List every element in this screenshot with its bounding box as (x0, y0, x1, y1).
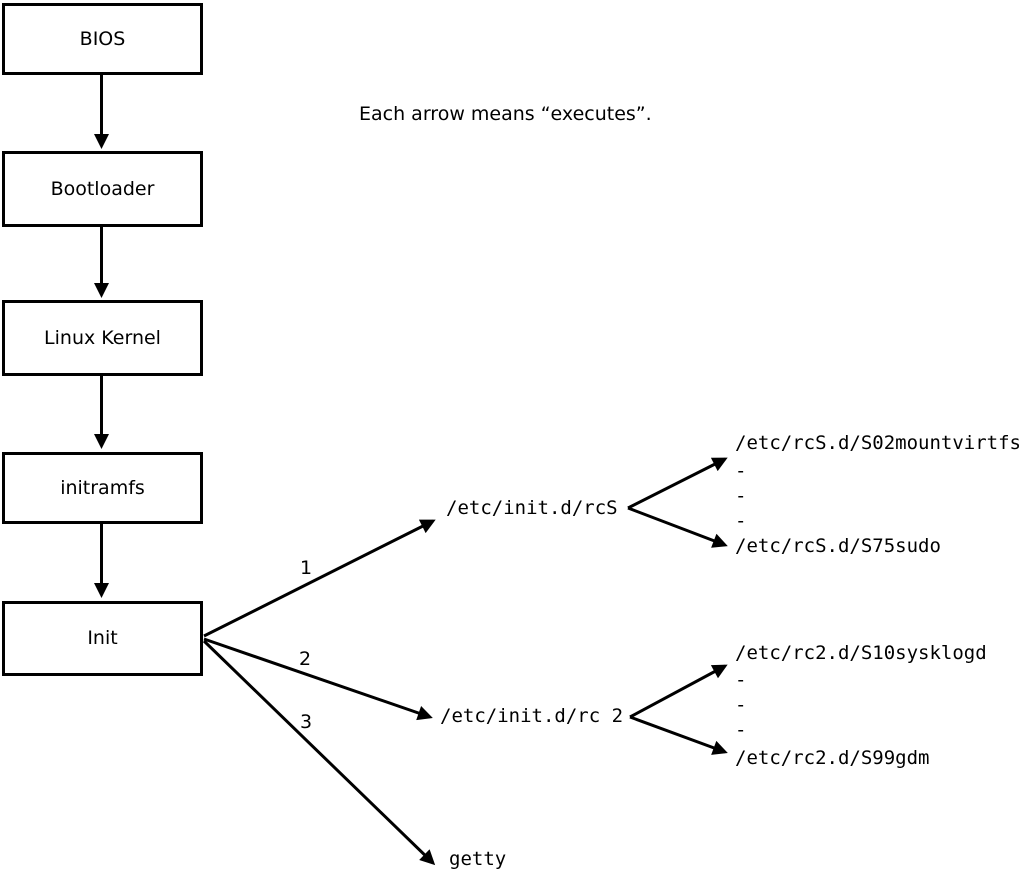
node-linux-kernel-label: Linux Kernel (44, 326, 161, 349)
node-bios-label: BIOS (79, 27, 126, 50)
script-S75sudo: /etc/rcS.d/S75sudo (735, 535, 941, 557)
script-rcS: /etc/init.d/rcS (446, 497, 618, 519)
node-initramfs-label: initramfs (60, 476, 145, 499)
arrow-init-to-rc2 (203, 637, 433, 721)
fanout-order-2: 2 (299, 648, 312, 670)
rc2-placeholder-dash-2: - (735, 694, 747, 716)
arrow-rc2-to-S10sysklogd (629, 664, 728, 719)
diagram-caption: Each arrow means “executes”. (359, 103, 652, 125)
script-S10sysklogd: /etc/rc2.d/S10sysklogd (735, 642, 987, 664)
node-bootloader: Bootloader (2, 151, 203, 227)
rcS-placeholder-dash-3: - (735, 510, 747, 532)
rcS-placeholder-dash-1: - (735, 460, 747, 482)
arrow-rcS-to-S75sudo (627, 506, 728, 548)
script-getty: getty (449, 848, 507, 870)
arrow-rc2-to-S99gdm (629, 715, 728, 755)
rc2-placeholder-dash-1: - (735, 669, 747, 691)
script-S02mountvirtfs: /etc/rcS.d/S02mountvirtfs (735, 432, 1021, 454)
rc2-placeholder-dash-3: - (735, 719, 747, 741)
fanout-order-3: 3 (300, 711, 313, 733)
fanout-order-1: 1 (300, 557, 313, 579)
rcS-placeholder-dash-2: - (735, 485, 747, 507)
arrow-rcS-to-S02mountvirtfs (627, 457, 728, 510)
node-initramfs: initramfs (2, 452, 203, 524)
script-rc2: /etc/init.d/rc 2 (440, 705, 624, 727)
node-init: Init (2, 601, 203, 676)
node-linux-kernel: Linux Kernel (2, 300, 203, 376)
node-bootloader-label: Bootloader (50, 177, 155, 200)
script-S99gdm: /etc/rc2.d/S99gdm (735, 747, 930, 769)
arrow-init-to-rcS (203, 519, 436, 638)
node-bios: BIOS (2, 3, 203, 75)
node-init-label: Init (87, 627, 118, 649)
arrow-init-to-getty (202, 639, 436, 866)
